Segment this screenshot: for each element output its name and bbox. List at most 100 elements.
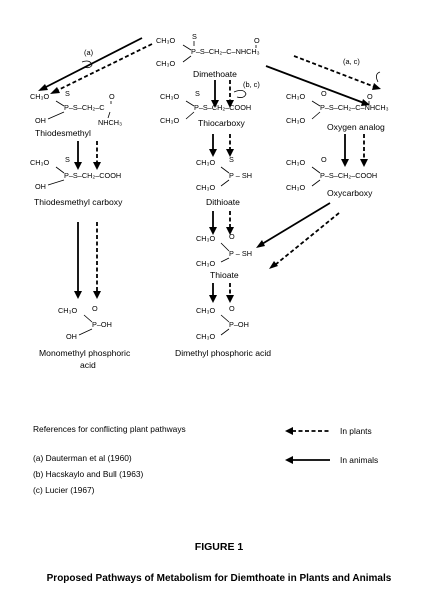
- formula-text: S: [65, 155, 70, 164]
- formula-text: CH₃O: [196, 158, 216, 167]
- side-branch-hook: [233, 90, 247, 98]
- formula-text: P–OH: [229, 320, 249, 329]
- formula-text: P–S–CH₂–COOH: [194, 103, 251, 112]
- arrowhead: [209, 295, 217, 303]
- bond-line: [311, 179, 321, 187]
- compound-name: Thiocarboxy: [198, 118, 246, 128]
- compound-thiocarboxy: CH₃O S P–S–CH₂–COOH CH₃O Thiocarboxy: [160, 89, 251, 128]
- arrow-thiodesmethyl-to-carboxy: [74, 141, 101, 170]
- formula-text: P–S–CH₂–COOH: [320, 171, 377, 180]
- bond-line: [182, 44, 192, 51]
- compound-dimethyl-phosphoric-acid: CH₃O O P–OH CH₃O Dimethyl phosphoric aci…: [175, 304, 271, 358]
- formula-text: CH₃O: [160, 92, 180, 101]
- bond-line: [47, 111, 65, 120]
- arrow-shaft-dashed: [293, 55, 376, 88]
- bond-line: [78, 328, 93, 336]
- formula-text: S: [192, 32, 197, 41]
- reference-item: (b) Hacskaylo and Bull (1963): [33, 469, 144, 479]
- figure-title: Proposed Pathways of Metabolism for Diem…: [47, 573, 392, 584]
- formula-text: CH₃O: [196, 259, 216, 268]
- arrow-shaft-solid: [43, 37, 143, 89]
- pathway-reference-label: (a): [84, 48, 93, 57]
- compound-name-line: Monomethyl phosphoric: [39, 348, 131, 358]
- formula-text: P–S–CH₂–C–NHCH₃: [191, 47, 260, 56]
- arrow-thioate-to-dimethyl-acid: [209, 283, 234, 303]
- bond-line: [182, 55, 192, 63]
- arrow-carboxy-to-monomethyl-acid: [74, 222, 101, 299]
- arrowhead: [226, 100, 234, 108]
- formula-text: CH₃O: [58, 306, 78, 315]
- reference-item: (a) Dauterman et al (1960): [33, 453, 132, 463]
- bond-line: [107, 111, 111, 119]
- formula-text: P – SH: [229, 171, 252, 180]
- bond-line: [185, 111, 195, 120]
- arrowhead: [211, 100, 219, 108]
- compound-oxycarboxy: CH₃O O P–S–CH₂–COOH CH₃O Oxycarboxy: [286, 155, 377, 198]
- bond-line: [220, 257, 230, 263]
- formula-text: CH₃O: [196, 234, 216, 243]
- arrowhead: [50, 87, 60, 94]
- arrow-shaft-solid: [261, 202, 331, 245]
- formula-text: CH₃O: [286, 92, 306, 101]
- compound-name: Thiodesmethyl: [35, 128, 91, 138]
- compound-name: Oxygen analog: [327, 122, 385, 132]
- arrowhead: [209, 227, 217, 235]
- legend-label-plants: In plants: [340, 426, 372, 436]
- side-branch-hook: [81, 60, 93, 69]
- formula-text: NHCH₃: [98, 118, 122, 127]
- formula-text: CH₃O: [286, 116, 306, 125]
- bond-line: [220, 242, 230, 252]
- formula-text: O: [229, 232, 235, 241]
- formula-text: CH₃O: [286, 158, 306, 167]
- bond-line: [55, 166, 65, 174]
- bond-line: [220, 166, 230, 174]
- arrowhead: [360, 159, 368, 167]
- formula-text: S: [65, 89, 70, 98]
- formula-text: OH: [35, 116, 46, 125]
- legend: In plants In animals: [285, 426, 378, 465]
- arrowhead: [226, 149, 234, 157]
- compound-dithioate: CH₃O S P – SH CH₃O Dithioate: [196, 155, 252, 207]
- formula-text: CH₃O: [196, 306, 216, 315]
- arrowhead: [226, 295, 234, 303]
- bond-line: [83, 314, 93, 323]
- arrow-dimethoate-to-oxygen-analog: (a, c): [265, 55, 381, 106]
- formula-text: CH₃O: [156, 36, 176, 45]
- formula-text: CH₃O: [156, 59, 176, 68]
- arrow-shaft-dashed: [274, 212, 340, 266]
- arrowhead: [209, 149, 217, 157]
- arrowhead: [74, 291, 82, 299]
- arrowhead: [285, 456, 293, 464]
- arrow-thiocarboxy-to-dithioate: [209, 134, 234, 157]
- bond-line: [311, 166, 321, 174]
- arrowhead: [256, 240, 265, 248]
- formula-text: CH₃O: [30, 158, 50, 167]
- formula-text: O: [229, 304, 235, 313]
- references-heading: References for conflicting plant pathway…: [33, 424, 186, 434]
- bond-line: [220, 328, 230, 336]
- formula-text: S: [229, 155, 234, 164]
- formula-text: OH: [35, 182, 46, 191]
- formula-text: P–S–CH₂–C–NHCH₃: [320, 103, 389, 112]
- formula-text: CH₃O: [196, 332, 216, 341]
- compound-name: Dimethyl phosphoric acid: [175, 348, 271, 358]
- formula-text: P – SH: [229, 249, 252, 258]
- arrowhead: [361, 99, 370, 106]
- arrowhead: [93, 291, 101, 299]
- formula-text: O: [321, 89, 327, 98]
- arrow-dimethoate-to-thiocarboxy: (b, c): [211, 80, 260, 108]
- arrowhead: [372, 83, 381, 90]
- compound-name: Dimethoate: [193, 69, 237, 79]
- arrow-dimethoate-to-thiodesmethyl: (a): [38, 37, 153, 94]
- formula-text: P–S–CH₂–C: [64, 103, 105, 112]
- arrowhead: [93, 162, 101, 170]
- arrowhead: [38, 84, 48, 91]
- references-block: References for conflicting plant pathway…: [33, 424, 186, 495]
- bond-line: [185, 100, 195, 107]
- bond-line: [220, 314, 230, 323]
- arrowhead: [226, 227, 234, 235]
- compound-name: Thiodesmethyl carboxy: [34, 197, 123, 207]
- compound-dimethoate: CH₃O S P–S–CH₂–C–NHCH₃ O CH₃O Dimethoate: [156, 32, 260, 79]
- arrowhead: [74, 162, 82, 170]
